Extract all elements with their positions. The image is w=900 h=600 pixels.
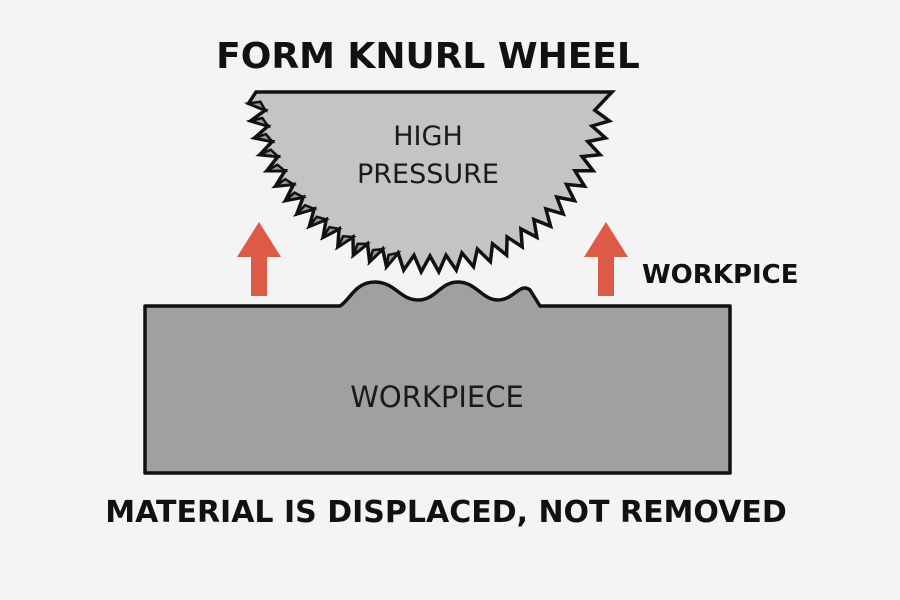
side-label-workpice: WORKPICE [642, 260, 799, 290]
wheel-tooth [249, 132, 276, 144]
arrow-up-icon [584, 222, 628, 296]
wheel-tooth [243, 100, 269, 113]
wheel-tooth [367, 247, 387, 266]
wheel-tooth [271, 177, 298, 188]
wheel-tooth [245, 116, 272, 129]
wheel-tooth [305, 215, 330, 230]
wheel-tooth [384, 250, 402, 272]
knurl-wheel: HIGH PRESSURE [243, 90, 617, 276]
wheel-tooth [255, 148, 282, 159]
wheel-tooth [281, 191, 307, 203]
wheel-tooth [319, 225, 343, 241]
knurl-wheel-shaded-teeth [243, 100, 402, 272]
wheel-tooth [350, 242, 372, 259]
arrow-up-icon [237, 222, 281, 296]
right-pressure-arrow [584, 222, 628, 296]
workpiece-body [143, 280, 732, 475]
diagram-title: FORM KNURL WHEEL [216, 36, 640, 77]
wheel-label-high: HIGH [393, 121, 463, 152]
left-pressure-arrow [237, 222, 281, 296]
diagram-caption: MATERIAL IS DISPLACED, NOT REMOVED [105, 495, 786, 530]
workpiece: WORKPIECE [143, 280, 732, 475]
wheel-label-pressure: PRESSURE [357, 159, 499, 190]
wheel-tooth [334, 234, 357, 251]
workpiece-label: WORKPIECE [350, 380, 524, 414]
wheel-tooth [262, 163, 289, 173]
wheel-tooth [292, 203, 318, 217]
